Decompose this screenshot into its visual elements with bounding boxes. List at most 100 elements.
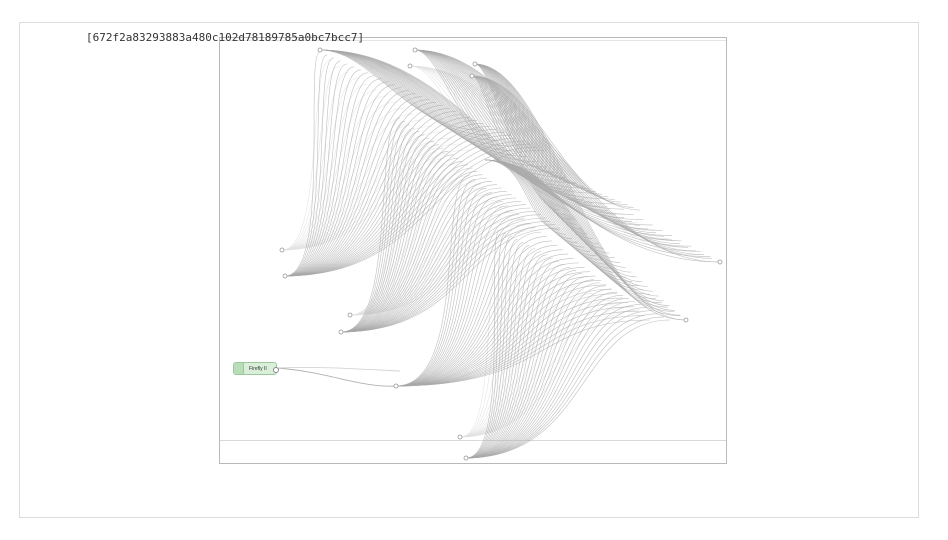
graph-hub-node[interactable] — [317, 47, 323, 53]
graph-edge — [284, 93, 416, 277]
graph-hub-node[interactable] — [412, 47, 418, 53]
graph-edge — [319, 49, 711, 258]
graph-edge — [281, 113, 415, 251]
graph-edge — [465, 239, 518, 459]
graph-hub-node[interactable] — [457, 434, 463, 440]
graph-edge — [471, 75, 641, 211]
graph-edge — [281, 83, 368, 251]
graph-edge — [395, 280, 601, 387]
graph-edge — [459, 263, 510, 438]
graph-edge — [465, 235, 512, 459]
graph-edge — [340, 131, 420, 333]
graph-edge — [340, 127, 415, 333]
graph-edge — [484, 159, 567, 235]
graph-edge — [395, 231, 541, 387]
graph-hub-node[interactable] — [347, 312, 353, 318]
graph-edge — [340, 164, 468, 333]
commit-hash-label: [672f2a83293883a480c102d78189785a0bc7bcc… — [86, 31, 365, 44]
graph-hub-node[interactable] — [393, 383, 399, 389]
graph-edge — [465, 257, 553, 459]
graph-edge — [484, 159, 657, 299]
graph-edge — [284, 105, 443, 277]
hub-node-group[interactable] — [279, 47, 723, 461]
graph-hub-node[interactable] — [279, 247, 285, 253]
graph-edge — [340, 187, 502, 333]
graph-edge — [281, 137, 452, 251]
graph-hub-node[interactable] — [472, 61, 478, 67]
canvas-scroll-strip[interactable] — [220, 440, 726, 463]
graph-edge — [349, 169, 461, 316]
graph-edge — [284, 117, 471, 277]
graph-edge — [395, 258, 574, 387]
graph-edge — [349, 145, 429, 316]
graph-edge — [395, 253, 569, 387]
graph-edge — [465, 310, 653, 459]
graph-edge — [484, 159, 675, 312]
graph-edge — [340, 191, 507, 333]
graph-edge — [276, 367, 401, 372]
graph-edge — [395, 209, 514, 387]
graph-edge — [340, 201, 522, 333]
graph-edge — [471, 75, 590, 190]
graph-edge — [284, 72, 368, 277]
graph-edge — [284, 99, 430, 277]
graph-edge — [471, 75, 577, 184]
graph-edge — [484, 159, 669, 308]
graph-hub-node[interactable] — [463, 455, 469, 461]
root-node-firefly-ii[interactable]: Firefly II — [233, 362, 279, 375]
node-output-port[interactable] — [273, 367, 279, 373]
graph-edge — [395, 288, 612, 387]
graph-edge — [484, 159, 687, 321]
graph-edge — [284, 149, 546, 277]
graph-edge — [395, 319, 651, 387]
canvas-top-divider — [220, 40, 726, 41]
graph-hub-node[interactable] — [469, 73, 475, 79]
graph-edge — [471, 75, 539, 169]
graph-edge — [471, 75, 546, 171]
graph-edge — [395, 227, 536, 387]
graph-edge — [471, 75, 558, 177]
graph-hub-node[interactable] — [717, 259, 723, 265]
graph-edge — [281, 125, 433, 251]
graph-edge — [465, 248, 536, 459]
graph-hub-node[interactable] — [683, 317, 689, 323]
graph-edge — [340, 144, 439, 333]
graph-edge — [340, 157, 459, 333]
graph-edge — [284, 57, 334, 277]
graph-edge — [474, 63, 670, 306]
graph-edge — [349, 199, 501, 316]
graph-edge — [395, 183, 481, 387]
graph-edge — [395, 201, 503, 387]
graph-edge — [340, 147, 444, 333]
graph-edge — [484, 159, 651, 295]
graph-edge — [471, 75, 552, 174]
graph-edge — [465, 260, 559, 459]
graph-edge — [349, 181, 477, 316]
graph-edge — [284, 84, 396, 277]
graph-hub-node[interactable] — [407, 63, 413, 69]
graph-edge — [465, 304, 641, 459]
graph-edge — [349, 187, 485, 316]
graph-edge — [465, 285, 606, 459]
graph-edge — [465, 229, 501, 459]
graph-edge — [276, 367, 397, 387]
graph-edge — [284, 75, 375, 277]
graph-edge — [459, 279, 557, 438]
graph-edge — [465, 297, 629, 459]
graph-edge — [465, 232, 507, 459]
graph-edge — [340, 171, 478, 333]
graph-edge — [284, 51, 321, 277]
graph-edge — [471, 75, 596, 192]
graph-edge — [395, 179, 476, 387]
graph-edge — [465, 282, 600, 459]
graph-edge — [465, 263, 565, 459]
graph-hub-node[interactable] — [338, 329, 344, 335]
graph-edge — [340, 227, 561, 333]
graph-edge — [284, 114, 464, 277]
graph-edge — [340, 197, 517, 333]
graph-edge — [395, 236, 547, 387]
graph-edge — [465, 242, 524, 459]
graph-edge — [465, 294, 624, 459]
graph-hub-node[interactable] — [282, 273, 288, 279]
